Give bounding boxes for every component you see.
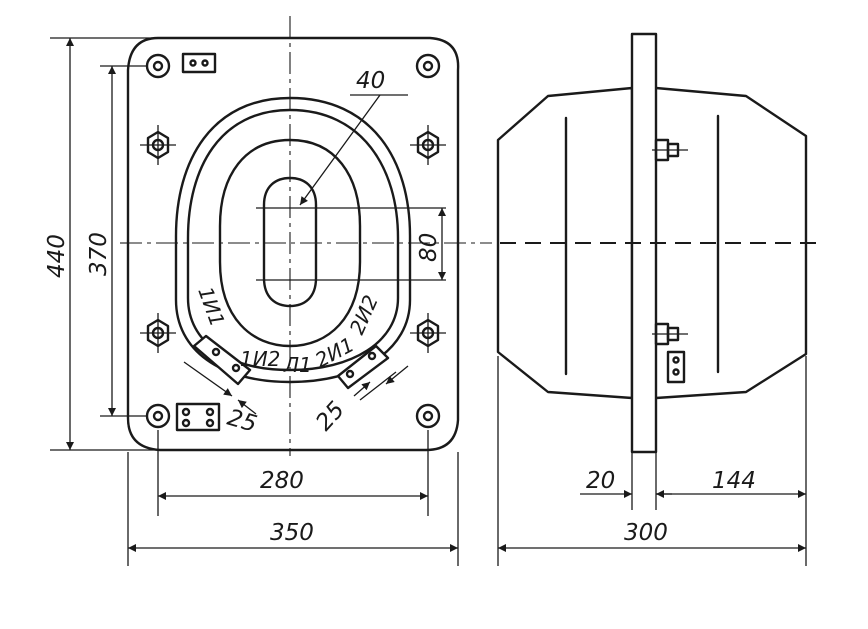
side-view <box>496 32 820 454</box>
dim-plate-thickness: 20 <box>586 468 615 494</box>
nut-lower-left <box>140 313 176 353</box>
terminal-label-1i2: 1И2 <box>240 347 280 371</box>
terminal-block-left <box>192 334 252 386</box>
coil-outer-ring <box>174 96 412 384</box>
mounting-hole-bottom-left <box>145 403 171 429</box>
mounting-hole-bottom-right <box>415 403 441 429</box>
dim-window-height: 80 <box>416 233 442 262</box>
nut-upper-right <box>410 125 446 165</box>
terminal-label-2i2: 2И2 <box>345 291 383 338</box>
side-bolt-lower <box>652 322 688 346</box>
nut-lower-right <box>410 313 446 353</box>
side-dimensions: 20 144 300 <box>497 356 807 566</box>
coil-hub <box>218 138 362 348</box>
dim-bolt-spacing-horizontal: 280 <box>260 468 304 494</box>
grounding-plate-bottom <box>175 402 221 432</box>
dim-overall-height: 440 <box>44 234 70 278</box>
side-grounding-plate <box>666 350 686 384</box>
mounting-hole-top-left <box>145 53 171 79</box>
dim-terminal-offset-right: 25 <box>311 397 350 436</box>
dim-window-width: 40 <box>356 68 385 94</box>
front-view: 1И1 1И2 Л1 2И1 2И2 <box>120 16 492 456</box>
central-window <box>262 176 318 308</box>
base-plate <box>126 36 460 452</box>
dim-overall-depth: 300 <box>624 520 668 546</box>
rating-plate-top <box>181 52 217 74</box>
dim-overall-width: 350 <box>270 520 314 546</box>
dim-terminal-offset-left: 25 <box>224 405 259 438</box>
dim-bolt-spacing-vertical: 370 <box>86 232 112 276</box>
side-bolt-upper <box>652 138 688 162</box>
terminal-block-right <box>336 344 390 390</box>
coil-inner-ring <box>186 108 400 372</box>
mounting-hole-top-right <box>415 53 441 79</box>
nut-upper-left <box>140 125 176 165</box>
terminal-label-l1: Л1 <box>283 353 312 377</box>
dim-winding-depth: 144 <box>712 468 756 494</box>
